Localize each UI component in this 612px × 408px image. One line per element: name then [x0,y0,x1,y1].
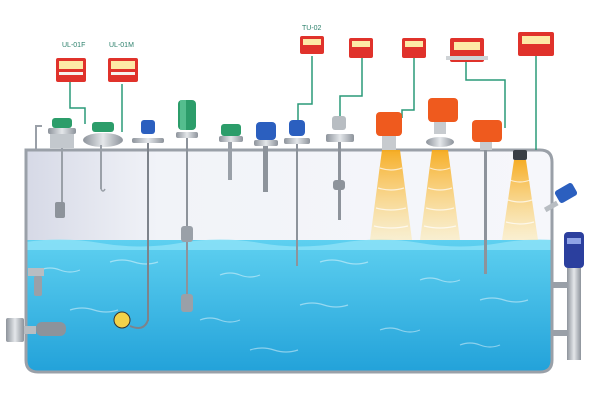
label-left-1: UL-01F [62,42,85,49]
guided-wave-radar-2 [472,120,502,274]
transmitter-display-5 [402,38,426,58]
radar-level-sensor-1 [370,112,412,240]
transmitter-display-6 [446,38,488,62]
float-switch-1 [48,118,76,218]
transmitter-display-1 [56,58,86,82]
label-right-1: TU-02 [302,25,322,32]
vent-pipe [35,125,42,150]
transmitter-display-4 [349,38,373,58]
float-switch-2 [83,122,123,192]
capacitance-level-sensor [254,122,278,192]
magnetic-level-gauge [552,232,584,360]
transmitter-display-3 [300,36,324,54]
side-mount-level-switch [543,183,578,213]
multi-point-float-switch [176,100,198,312]
tank [24,148,554,374]
guided-wave-radar-1 [284,120,310,266]
magnetostrictive-sensor [326,116,354,220]
side-float-switch-upper [28,268,44,296]
point-level-switch [219,124,243,180]
radar-level-sensor-2 [420,98,460,240]
transmitter-display-2 [108,58,138,82]
cable-float-switch [113,120,164,329]
transmitter-display-7 [518,32,554,56]
liquid [26,239,552,372]
signal-wires [69,55,537,150]
ultrasonic-level-sensor [502,150,538,240]
side-float-switch-lower [6,318,66,342]
label-left-2: UL-01M [109,42,134,49]
